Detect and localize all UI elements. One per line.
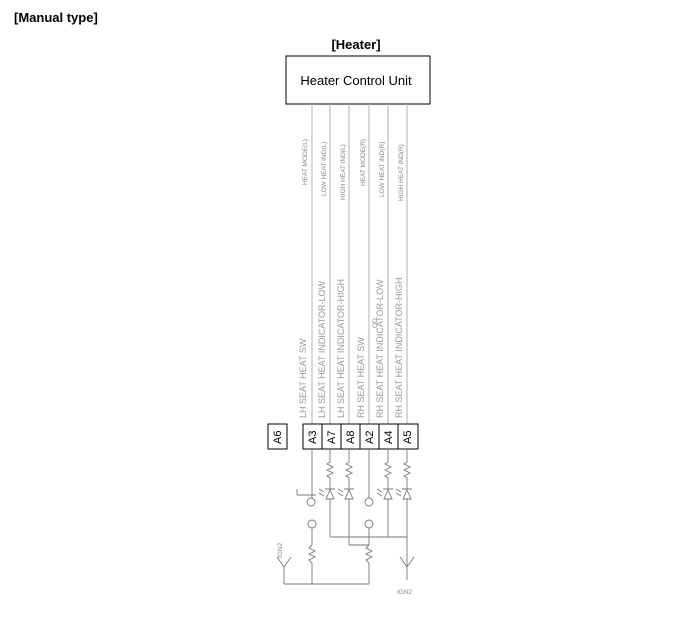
resistor-symbol (325, 458, 335, 486)
pin-label-a6: A6 (272, 431, 284, 444)
pin-label: A2 (364, 431, 376, 444)
pin-label: A7 (326, 431, 338, 444)
signal-label: HIGH HEAT IND(L) (340, 144, 347, 200)
switch-contact (307, 519, 317, 529)
connector-label: LH SEAT HEAT SW (298, 338, 308, 418)
ign2-right-symbol (399, 537, 415, 580)
resistor-symbol (307, 544, 317, 584)
led-symbol (402, 488, 412, 500)
pin-label: A3 (307, 431, 319, 444)
signal-labels: HEAT MODE(L) LOW HEAT IND(L) HIGH HEAT I… (302, 139, 405, 201)
signal-label: LOW HEAT IND(L) (321, 142, 328, 196)
switch-contact (364, 497, 374, 507)
resistor-symbol (383, 458, 393, 486)
ign2-right-label: IGN2 (397, 589, 413, 596)
connector-label: LH SEAT HEAT INDICATOR-HIGH (336, 279, 346, 418)
signal-label: HEAT MODE(R) (360, 139, 367, 186)
led-symbol (325, 488, 335, 500)
ign2-left-symbol (276, 556, 292, 584)
switch-circuit: IGN2 IGN2 (276, 449, 415, 596)
switch-contact (306, 497, 316, 507)
resistor-symbol (402, 458, 412, 486)
pin-label: A5 (402, 431, 414, 444)
switch-contact (364, 519, 374, 529)
pin-label: A4 (383, 431, 395, 444)
signal-label: HIGH HEAT IND(R) (398, 144, 405, 201)
ign2-left-label: IGN2 (277, 542, 284, 558)
connector-pin-a6 (267, 423, 288, 450)
connector-label: LH SEAT HEAT INDICATOR-LOW (317, 280, 327, 418)
resistor-symbol (344, 458, 354, 486)
connector-label: RH SEAT HEAT INDICATOR-HIGH (394, 277, 404, 418)
pin-label: A8 (345, 431, 357, 444)
heater-control-unit-box (285, 55, 431, 105)
wire-bundle (311, 104, 408, 424)
connector-label: RH SEAT HEAT SW (356, 337, 366, 418)
manual-type-heading: [Manual type] (14, 10, 98, 25)
signal-label: LOW HEAT IND(R) (379, 142, 386, 197)
connector-label: RH SEAT HEAT INDICATOR-LOW (375, 279, 385, 418)
connector-labels: LH SEAT HEAT SW LH SEAT HEAT INDICATOR-L… (298, 277, 404, 418)
heater-title: [Heater] (331, 37, 380, 52)
signal-label: HEAT MODE(L) (302, 139, 309, 185)
overlap-mark: OD (372, 318, 379, 328)
led-symbol (383, 488, 393, 500)
led-symbol (344, 488, 354, 500)
resistor-symbol (364, 544, 374, 584)
connector-block: A3 A7 A8 A2 A4 A5 (302, 423, 419, 450)
heater-control-unit-label: Heater Control Unit (300, 73, 412, 88)
